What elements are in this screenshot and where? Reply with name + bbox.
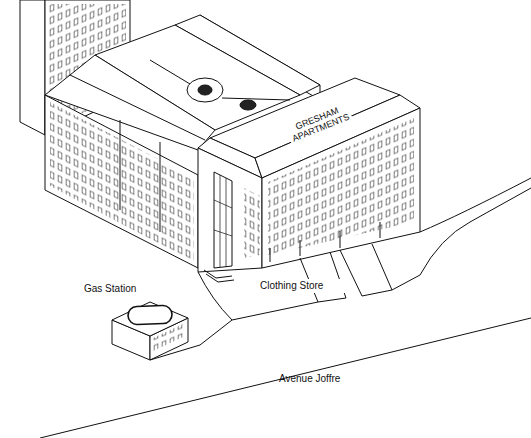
buildings xyxy=(20,0,420,302)
drive-lane xyxy=(150,60,290,100)
tall-window xyxy=(214,172,232,268)
gresham-left-face xyxy=(198,148,262,272)
streets xyxy=(40,178,531,438)
car xyxy=(240,100,256,110)
roof-ridge xyxy=(70,75,205,232)
gas-station-building xyxy=(112,302,188,360)
street-label: Avenue Joffre xyxy=(277,372,371,386)
place-label: Gas Station xyxy=(82,282,166,296)
gresham-left-windows xyxy=(244,188,260,258)
left-wing-roof xyxy=(45,55,215,150)
gresham-right-face xyxy=(262,108,420,268)
driveway xyxy=(300,252,346,302)
sidewalk-edge xyxy=(150,320,232,360)
tall-window-mullions xyxy=(214,175,232,267)
sidewalk-edge xyxy=(392,188,531,290)
road-edge xyxy=(40,318,531,438)
car xyxy=(198,85,212,95)
station-roof xyxy=(112,302,188,336)
back-block-side xyxy=(20,0,45,135)
sidewalk-edge xyxy=(420,178,531,232)
place-label: Clothing Store xyxy=(258,279,352,293)
roundabout xyxy=(187,78,223,102)
shopfronts xyxy=(270,222,380,262)
station-canopy xyxy=(128,305,173,325)
entrance-steps xyxy=(204,270,234,282)
building-sign: GRESHAM APARTMENTS xyxy=(284,100,354,146)
